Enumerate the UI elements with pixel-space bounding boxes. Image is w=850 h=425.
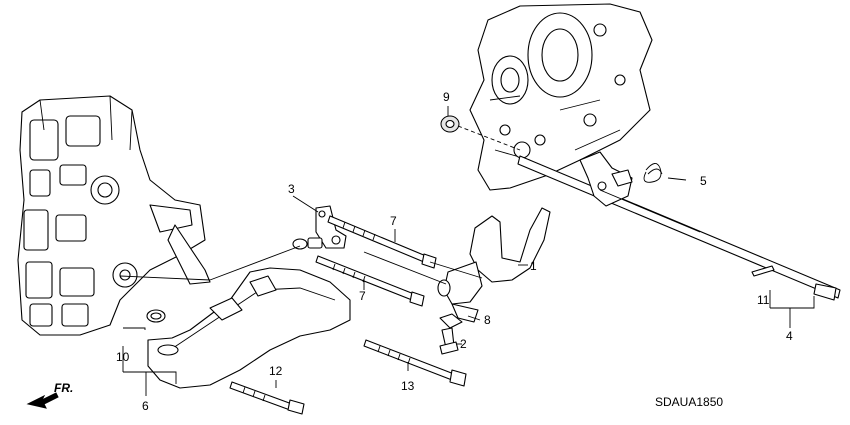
front-direction-label: FR.	[54, 381, 73, 395]
callout-5: 5	[700, 174, 707, 188]
diagram-code: SDAUA1850	[655, 395, 723, 409]
shift-fork-part-1	[437, 207, 551, 323]
bolt-part-7-lower	[315, 255, 425, 307]
front-direction-arrow-icon	[26, 392, 59, 409]
callout-1: 1	[530, 259, 537, 273]
callout-11: 11	[757, 293, 770, 307]
shift-shaft-part-4	[517, 151, 841, 301]
leader-lines	[122, 106, 815, 396]
front-direction-indicator: FR.	[26, 381, 73, 409]
bolt-part-7-upper	[327, 215, 437, 269]
callout-12: 12	[269, 364, 283, 378]
seal-part-9	[440, 115, 460, 133]
callout-10: 10	[116, 350, 130, 364]
bolt-part-12	[229, 381, 305, 415]
callout-7-lower: 7	[359, 289, 366, 303]
shift-lever-part-3	[292, 205, 347, 250]
callout-8: 8	[484, 313, 491, 327]
callout-2: 2	[460, 337, 467, 351]
bolt-part-13	[363, 339, 467, 387]
spring-part-5	[643, 163, 663, 183]
pin-part-11	[751, 265, 775, 277]
o-ring-part-10	[146, 309, 166, 323]
clip-part-8	[439, 313, 463, 329]
callout-6: 6	[142, 399, 149, 413]
callout-7-upper: 7	[390, 214, 397, 228]
callout-13: 13	[401, 379, 415, 393]
bolt-part-2	[439, 327, 459, 355]
callout-4: 4	[786, 329, 793, 343]
callout-3: 3	[288, 182, 295, 196]
valve-body	[17, 95, 211, 336]
transmission-housing	[469, 3, 653, 191]
callout-9: 9	[443, 90, 450, 104]
callout-labels: 1 2 3 4 5 6 7 7 8 9 10 11 12 13	[116, 90, 793, 413]
assembly-guide-lines	[119, 189, 701, 285]
filter-cover-part-6	[147, 267, 351, 389]
